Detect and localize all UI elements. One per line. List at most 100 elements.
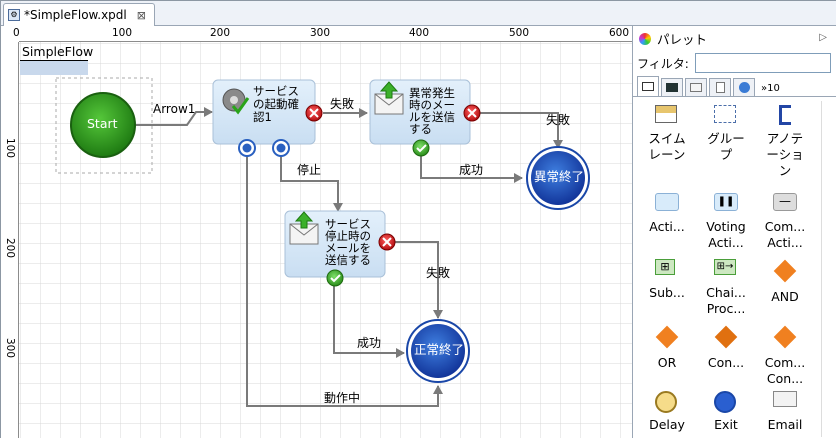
service-check-activity[interactable] — [212, 79, 323, 157]
palette-header: パレット ▷ — [633, 26, 836, 51]
palette-item-label: Exit — [714, 417, 738, 432]
fail1-label: 失敗 — [330, 97, 355, 111]
filter-input[interactable] — [694, 53, 831, 73]
filter-label: フィルタ: — [637, 56, 689, 71]
error-indicator-icon[interactable] — [463, 104, 481, 122]
connection-fail3[interactable] — [395, 241, 443, 319]
refresh-icon — [738, 82, 750, 93]
tab-mail[interactable] — [685, 78, 707, 96]
start-selection-box — [55, 77, 153, 174]
vertical-ruler: 100 200 300 — [1, 42, 19, 438]
error-indicator-icon[interactable] — [378, 233, 396, 251]
palette-item-label: Sub... — [649, 285, 685, 300]
email-icon — [773, 391, 797, 415]
gear-icon — [222, 88, 250, 115]
stop-mail-activity[interactable] — [284, 210, 396, 287]
close-tab-icon[interactable]: ⊠ — [136, 8, 146, 22]
error-indicator-icon[interactable] — [305, 104, 323, 122]
palette-item-label: Com... Con... — [764, 355, 806, 386]
editor-tab-title: *SimpleFlow.xpdl — [24, 8, 127, 22]
palette-item[interactable]: ⊞→Chai... Proc... — [696, 259, 756, 317]
tab-refresh[interactable] — [733, 78, 755, 96]
or-gateway-icon — [655, 325, 679, 353]
palette-item-label: アノテ ーショ ン — [766, 131, 804, 178]
tab-document[interactable] — [709, 78, 731, 96]
palette-scrollbar[interactable] — [821, 101, 836, 437]
and-gateway-icon — [773, 259, 797, 287]
annotation-icon — [773, 105, 797, 129]
connection-fail2[interactable] — [480, 112, 563, 149]
envelope-icon — [690, 83, 702, 92]
palette-item[interactable]: グルー プ — [696, 105, 756, 163]
diagram-canvas[interactable]: 0 100 200 300 400 500 600 100 200 300 Si… — [1, 26, 632, 438]
running-label: 動作中 — [324, 391, 361, 405]
palette-title: パレット — [657, 32, 708, 47]
palette-tabs: »10 — [633, 75, 836, 97]
palette-item-label: Con... — [707, 355, 745, 370]
palette-item[interactable]: Email — [755, 391, 815, 433]
chained-process-icon: ⊞→ — [714, 259, 738, 283]
palette-item[interactable]: Con... — [696, 325, 756, 371]
group-icon — [714, 105, 738, 129]
swimlane-title: SimpleFlow — [20, 41, 93, 61]
palette-item[interactable]: Exit — [696, 391, 756, 433]
palette-item-label: Delay — [649, 417, 685, 432]
error-mail-activity[interactable] — [369, 79, 481, 157]
success1-label: 成功 — [459, 163, 484, 177]
palette-menu-icon[interactable]: ▷ — [819, 32, 827, 43]
xpdl-file-icon: ⚙ — [8, 9, 20, 21]
filter-row: フィルタ: — [633, 51, 836, 75]
compensation-activity-icon: — — [773, 193, 797, 217]
swimlane-header[interactable]: SimpleFlow — [20, 41, 93, 75]
send-mail-icon — [374, 81, 404, 115]
palette-item-label: スイム レーン — [648, 131, 686, 162]
connection-stop[interactable] — [280, 156, 343, 212]
palette-item[interactable]: Acti... — [637, 193, 697, 235]
palette-item-label: AND — [771, 289, 799, 304]
fail2-label: 失敗 — [546, 113, 571, 127]
palette-item[interactable]: Com... Con... — [755, 325, 815, 387]
palette-item-label: Voting Acti... — [706, 219, 746, 250]
palette-item-label: Email — [767, 417, 803, 432]
palette-item[interactable]: アノテ ーショ ン — [755, 105, 815, 179]
tab-console[interactable] — [661, 78, 683, 96]
start-node[interactable] — [70, 92, 136, 158]
editor-tab[interactable]: ⚙ *SimpleFlow.xpdl ⊠ — [3, 3, 155, 26]
success2-label: 成功 — [357, 336, 382, 350]
document-icon — [715, 82, 725, 93]
diagram-svg[interactable] — [1, 26, 632, 438]
blue-port-icon[interactable] — [238, 139, 256, 157]
editor-tab-bar: ⚙ *SimpleFlow.xpdl ⊠ — [1, 1, 836, 26]
complex-gateway-icon — [773, 325, 797, 353]
connection-running[interactable] — [246, 156, 443, 407]
palette-item[interactable]: スイム レーン — [637, 105, 697, 163]
end-normal-node[interactable] — [406, 319, 470, 383]
send-mail-icon — [289, 211, 319, 245]
blue-port-icon[interactable] — [272, 139, 290, 157]
palette-item[interactable]: Delay — [637, 391, 697, 433]
palette-item[interactable]: OR — [637, 325, 697, 371]
tab-general[interactable] — [637, 76, 659, 96]
swimlane-bar — [20, 61, 88, 75]
connection-arrow1[interactable] — [135, 107, 213, 126]
more-tabs-button[interactable]: »10 — [761, 83, 780, 94]
arrow1-label: Arrow1 — [153, 102, 196, 116]
exit-icon — [714, 391, 738, 415]
connection-success2[interactable] — [333, 281, 405, 358]
end-error-node[interactable] — [526, 146, 590, 210]
palette-item[interactable]: AND — [755, 259, 815, 305]
delay-icon — [655, 391, 679, 415]
palette-item-label: Com... Acti... — [764, 219, 806, 250]
connection-success1[interactable] — [420, 156, 523, 183]
palette-icon — [639, 32, 651, 45]
palette-item-label: グルー プ — [707, 131, 745, 162]
palette-item[interactable]: —Com... Acti... — [755, 193, 815, 251]
terminal-icon — [666, 83, 678, 92]
palette-item[interactable]: ❚❚Voting Acti... — [696, 193, 756, 251]
voting-activity-icon: ❚❚ — [714, 193, 738, 217]
fail3-label: 失敗 — [426, 266, 451, 280]
success-indicator-icon[interactable] — [412, 139, 430, 157]
palette-item[interactable]: ⊞Sub... — [637, 259, 697, 301]
success-indicator-icon[interactable] — [326, 269, 344, 287]
